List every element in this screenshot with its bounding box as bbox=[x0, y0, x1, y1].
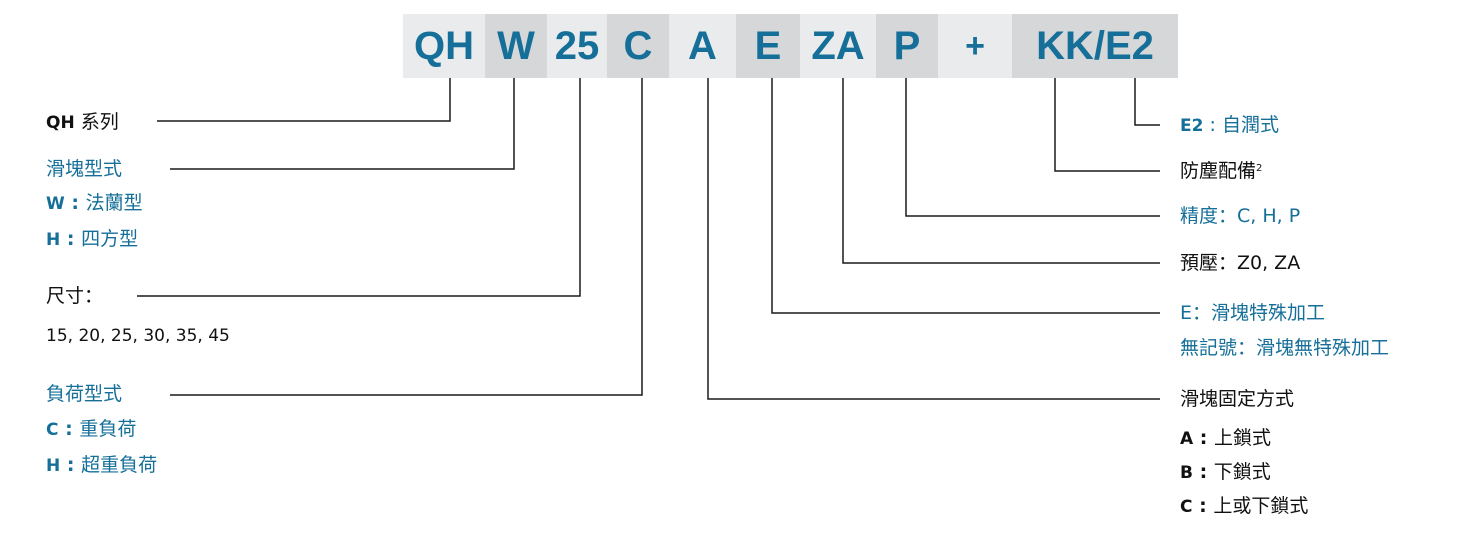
label-load-type-title: 負荷型式 bbox=[46, 383, 123, 405]
label-mounting-b: B : 下鎖式 bbox=[1180, 461, 1271, 483]
code-segment-a: A bbox=[669, 14, 736, 78]
connector-za bbox=[842, 78, 1160, 264]
label-size-values: 15, 20, 25, 30, 35, 45 bbox=[46, 326, 230, 346]
connector-e bbox=[771, 78, 1160, 314]
connector-a bbox=[707, 78, 1160, 400]
code-segment-plus: + bbox=[938, 14, 1012, 78]
code-segment-kk-e2: KK/E2 bbox=[1012, 14, 1178, 78]
label-series: QH 系列 bbox=[46, 111, 119, 133]
label-mounting-a: A : 上鎖式 bbox=[1180, 427, 1272, 449]
label-dust-protection: 防塵配備2 bbox=[1180, 160, 1263, 182]
label-load-type-h: H : 超重負荷 bbox=[46, 454, 158, 476]
label-load-type-c: C : 重負荷 bbox=[46, 418, 137, 440]
code-segment-za: ZA bbox=[800, 14, 876, 78]
connector-c bbox=[170, 78, 643, 396]
code-segment-c: C bbox=[607, 14, 669, 78]
connector-e2 bbox=[1134, 78, 1160, 126]
label-lubrication: E2 : 自潤式 bbox=[1180, 114, 1279, 136]
label-size-title: 尺寸： bbox=[46, 285, 104, 307]
label-block-type-w: W : 法蘭型 bbox=[46, 192, 143, 214]
connector-w bbox=[170, 78, 515, 170]
label-accuracy: 精度：C, H, P bbox=[1180, 205, 1301, 227]
connector-kk bbox=[1054, 78, 1160, 172]
label-mounting-c: C : 上或下鎖式 bbox=[1180, 495, 1309, 517]
connector-25 bbox=[137, 78, 581, 297]
label-special-none: 無記號：滑塊無特殊加工 bbox=[1180, 337, 1390, 359]
model-code-row: QH W 25 C A E ZA P + KK/E2 bbox=[403, 14, 1178, 78]
label-preload: 預壓：Z0, ZA bbox=[1180, 252, 1301, 274]
label-block-type-h: H : 四方型 bbox=[46, 228, 139, 250]
connector-p bbox=[905, 78, 1160, 217]
code-segment-qh: QH bbox=[403, 14, 485, 78]
code-segment-e: E bbox=[736, 14, 800, 78]
label-special-e: E：滑塊特殊加工 bbox=[1180, 302, 1326, 324]
code-segment-w: W bbox=[485, 14, 547, 78]
code-segment-p: P bbox=[876, 14, 938, 78]
code-segment-25: 25 bbox=[547, 14, 607, 78]
label-mounting-title: 滑塊固定方式 bbox=[1180, 388, 1295, 410]
label-block-type-title: 滑塊型式 bbox=[46, 158, 123, 180]
connector-qh bbox=[157, 78, 451, 122]
